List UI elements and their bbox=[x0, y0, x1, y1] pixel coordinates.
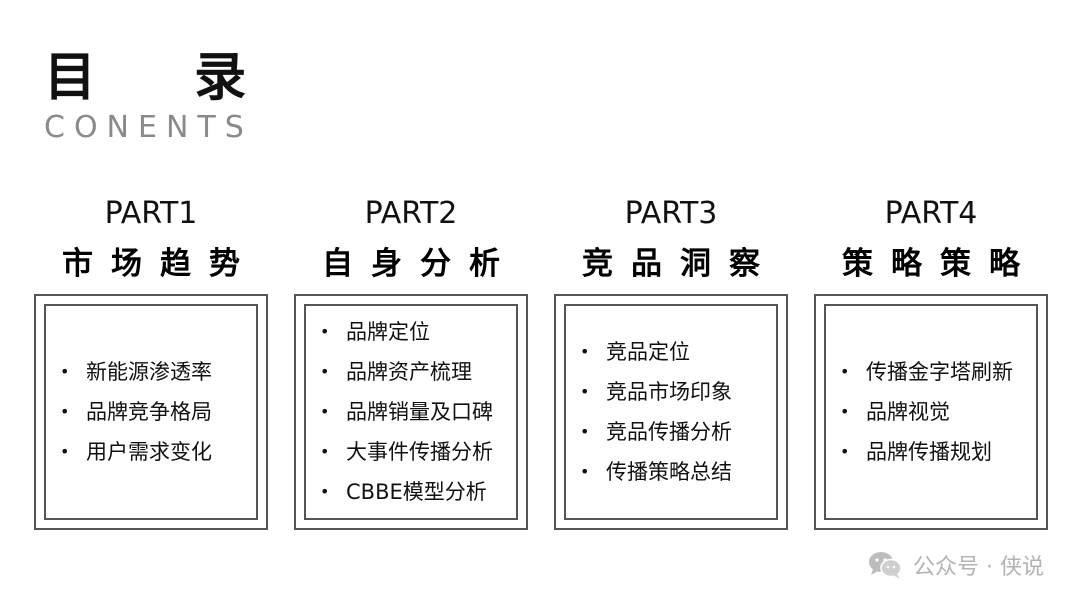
bullet-icon: • bbox=[320, 362, 330, 381]
part-heading: 策略策略 bbox=[842, 246, 1038, 282]
part-label: PART3 bbox=[624, 196, 718, 231]
part-content-inner: •竞品定位 •竞品市场印象 •竞品传播分析 •传播策略总结 bbox=[564, 304, 778, 520]
bullet-icon: • bbox=[60, 402, 70, 421]
bullet-icon: • bbox=[320, 402, 330, 421]
part-heading: 自身分析 bbox=[322, 246, 518, 282]
bullet-icon: • bbox=[320, 322, 330, 341]
bullet-icon: • bbox=[580, 422, 590, 441]
part-label: PART2 bbox=[364, 196, 458, 231]
bullet-icon: • bbox=[320, 482, 330, 501]
bullet-icon: • bbox=[840, 362, 850, 381]
watermark-text: 公众号 · 侠说 bbox=[913, 555, 1044, 580]
wechat-icon bbox=[869, 552, 902, 579]
list-item: •品牌传播规划 bbox=[838, 432, 1036, 472]
list-item: •品牌销量及口碑 bbox=[318, 392, 516, 432]
watermark: 公众号 · 侠说 bbox=[867, 549, 1044, 581]
list-item: •品牌竞争格局 bbox=[58, 392, 256, 432]
part-label: PART4 bbox=[884, 196, 978, 231]
bullet-icon: • bbox=[580, 342, 590, 361]
part-4-section: PART4 策略策略 •传播金字塔刷新 •品牌视觉 •品牌传播规划 bbox=[814, 194, 1048, 530]
list-item: •品牌视觉 bbox=[838, 392, 1036, 432]
bullet-icon: • bbox=[840, 442, 850, 461]
bullet-icon: • bbox=[580, 382, 590, 401]
page-subtitle: CONENTS bbox=[44, 110, 253, 145]
part-2-section: PART2 自身分析 •品牌定位 •品牌资产梳理 •品牌销量及口碑 •大事件传播… bbox=[294, 194, 528, 530]
part-item-list: •竞品定位 •竞品市场印象 •竞品传播分析 •传播策略总结 bbox=[578, 332, 776, 492]
list-item: •CBBE模型分析 bbox=[318, 472, 516, 512]
list-item: •竞品定位 bbox=[578, 332, 776, 372]
page-title: 目 录 bbox=[44, 48, 287, 108]
list-item: •竞品传播分析 bbox=[578, 412, 776, 452]
part-content-inner: •传播金字塔刷新 •品牌视觉 •品牌传播规划 bbox=[824, 304, 1038, 520]
part-heading: 竞品洞察 bbox=[582, 246, 778, 282]
part-heading: 市场趋势 bbox=[62, 246, 258, 282]
part-content-box: •品牌定位 •品牌资产梳理 •品牌销量及口碑 •大事件传播分析 •CBBE模型分… bbox=[294, 294, 528, 530]
bullet-icon: • bbox=[580, 462, 590, 481]
list-item: •品牌定位 bbox=[318, 312, 516, 352]
part-item-list: •新能源渗透率 •品牌竞争格局 •用户需求变化 bbox=[58, 352, 256, 472]
part-label: PART1 bbox=[104, 196, 198, 231]
part-content-box: •竞品定位 •竞品市场印象 •竞品传播分析 •传播策略总结 bbox=[554, 294, 788, 530]
bullet-icon: • bbox=[320, 442, 330, 461]
bullet-icon: • bbox=[60, 362, 70, 381]
list-item: •竞品市场印象 bbox=[578, 372, 776, 412]
list-item: •用户需求变化 bbox=[58, 432, 256, 472]
list-item: •新能源渗透率 bbox=[58, 352, 256, 392]
part-content-box: •传播金字塔刷新 •品牌视觉 •品牌传播规划 bbox=[814, 294, 1048, 530]
list-item: •传播金字塔刷新 bbox=[838, 352, 1036, 392]
part-item-list: •品牌定位 •品牌资产梳理 •品牌销量及口碑 •大事件传播分析 •CBBE模型分… bbox=[318, 312, 516, 512]
list-item: •品牌资产梳理 bbox=[318, 352, 516, 392]
part-content-inner: •品牌定位 •品牌资产梳理 •品牌销量及口碑 •大事件传播分析 •CBBE模型分… bbox=[304, 304, 518, 520]
part-item-list: •传播金字塔刷新 •品牌视觉 •品牌传播规划 bbox=[838, 352, 1036, 472]
list-item: •传播策略总结 bbox=[578, 452, 776, 492]
part-3-section: PART3 竞品洞察 •竞品定位 •竞品市场印象 •竞品传播分析 •传播策略总结 bbox=[554, 194, 788, 530]
part-1-section: PART1 市场趋势 •新能源渗透率 •品牌竞争格局 •用户需求变化 bbox=[34, 194, 268, 530]
part-content-inner: •新能源渗透率 •品牌竞争格局 •用户需求变化 bbox=[44, 304, 258, 520]
bullet-icon: • bbox=[840, 402, 850, 421]
part-content-box: •新能源渗透率 •品牌竞争格局 •用户需求变化 bbox=[34, 294, 268, 530]
list-item: •大事件传播分析 bbox=[318, 432, 516, 472]
bullet-icon: • bbox=[60, 442, 70, 461]
